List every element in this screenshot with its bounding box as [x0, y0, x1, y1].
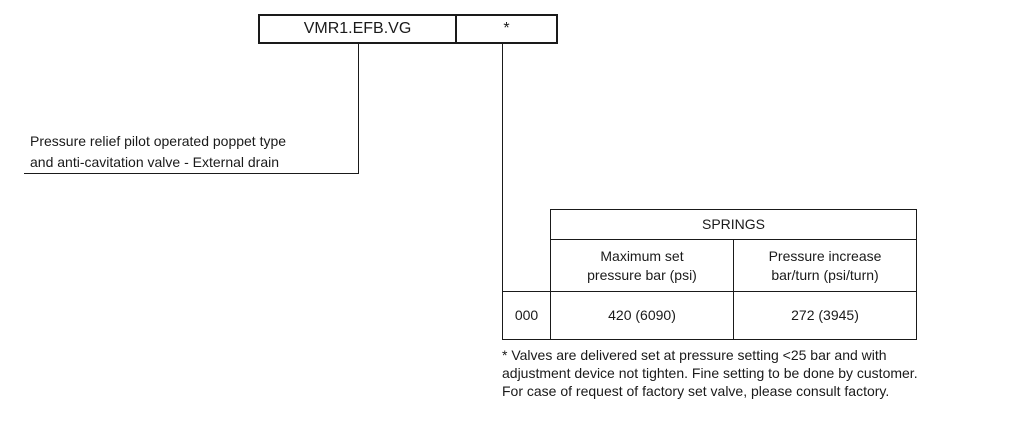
model-leader-horizontal	[24, 173, 359, 174]
col-header-max-pressure: Maximum set pressure bar (psi)	[550, 239, 734, 292]
footnote-line-3: For case of request of factory set valve…	[502, 383, 890, 399]
table-row: 000 420 (6090) 272 (3945)	[502, 291, 917, 340]
springs-title: SPRINGS	[550, 209, 917, 240]
description-line-1: Pressure relief pilot operated poppet ty…	[30, 133, 287, 149]
footnote-line-1: * Valves are delivered set at pressure s…	[502, 347, 887, 363]
table-corner	[502, 209, 551, 240]
model-code: VMR1.EFB.VG	[260, 16, 457, 42]
description-line-2: and anti-cavitation valve - External dra…	[30, 154, 280, 170]
valve-description: Pressure relief pilot operated poppet ty…	[30, 131, 360, 173]
spring-code-cell: 000	[502, 291, 551, 340]
spring-option-code: *	[503, 20, 510, 37]
pressure-increase-cell: 272 (3945)	[733, 291, 917, 340]
footnote-line-2: adjustment device not tighten. Fine sett…	[502, 365, 918, 381]
col-header-pressure-increase: Pressure increase bar/turn (psi/turn)	[733, 239, 917, 292]
footnote: * Valves are delivered set at pressure s…	[502, 346, 1002, 400]
table-corner-2	[502, 239, 551, 292]
model-code-box: VMR1.EFB.VG *	[258, 14, 558, 44]
springs-table: SPRINGS Maximum set pressure bar (psi) P…	[502, 209, 917, 340]
max-pressure-cell: 420 (6090)	[550, 291, 734, 340]
model-leader-vertical	[358, 44, 359, 174]
option-leader-vertical	[502, 44, 503, 294]
